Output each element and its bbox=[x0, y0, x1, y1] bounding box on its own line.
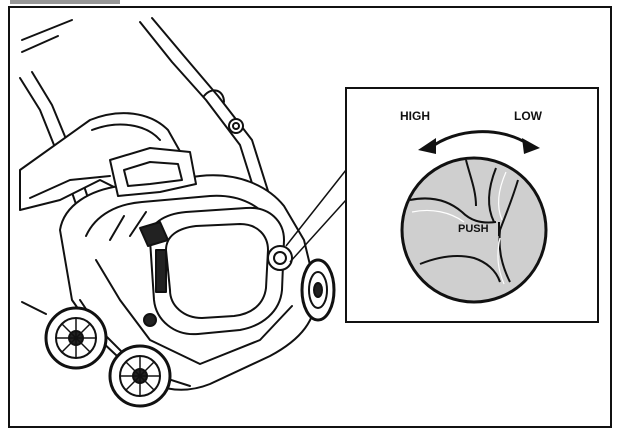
top-hood-inner bbox=[123, 161, 183, 187]
motor-slot-left bbox=[155, 249, 167, 293]
wheel-right-rim bbox=[308, 271, 328, 309]
wheel-front-left-spokes bbox=[119, 355, 161, 397]
arrow-head-high bbox=[418, 138, 436, 154]
height-adjust-knob-small bbox=[267, 245, 293, 271]
body-vents bbox=[109, 211, 147, 241]
handle-top-left-stroke-2 bbox=[21, 35, 59, 53]
ground-stroke bbox=[21, 301, 47, 315]
front-bolt bbox=[143, 313, 157, 327]
height-adjust-knob bbox=[400, 156, 548, 304]
body-contour-2 bbox=[95, 259, 293, 365]
rear-cover-line bbox=[29, 175, 111, 199]
handle-knob-right-upper-center bbox=[232, 122, 240, 130]
label-low: LOW bbox=[514, 109, 543, 123]
right-handle-bend bbox=[203, 89, 225, 103]
wheel-right-hub bbox=[313, 282, 323, 298]
motor-cover bbox=[148, 206, 285, 336]
callout-line-top bbox=[285, 169, 347, 247]
handle-top-left-stroke bbox=[21, 19, 73, 41]
motor-cover-inner bbox=[165, 223, 269, 319]
outer-border bbox=[8, 6, 612, 428]
push-marker bbox=[498, 222, 500, 236]
rear-cover-ridge bbox=[91, 123, 161, 141]
label-push: PUSH bbox=[458, 223, 489, 235]
handle-knob-right-upper bbox=[228, 118, 244, 134]
motor-grille bbox=[139, 221, 169, 247]
arrow-head-low bbox=[522, 138, 540, 154]
lawn-mower bbox=[19, 17, 336, 408]
height-adjust-knob-small-center bbox=[273, 251, 287, 265]
cropped-caption-remnant bbox=[10, 0, 120, 4]
knob-segments bbox=[409, 159, 519, 285]
direction-arrow-arc bbox=[429, 130, 529, 150]
callout-line-bottom bbox=[289, 199, 347, 263]
knob-inset: HIGH LOW PUSH bbox=[345, 87, 599, 323]
wheel-rear-left-spokes bbox=[55, 317, 97, 359]
label-high: HIGH bbox=[400, 109, 430, 123]
top-hood bbox=[109, 147, 197, 197]
